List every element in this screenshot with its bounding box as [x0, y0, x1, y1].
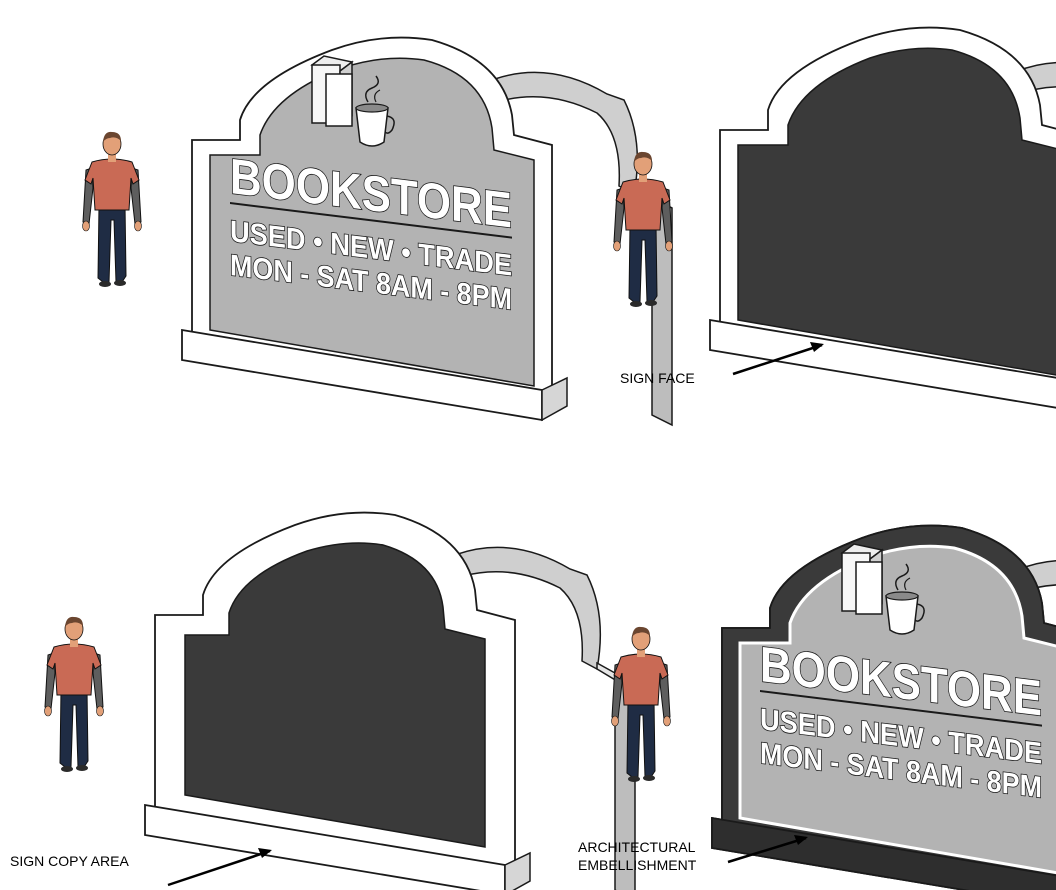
books-icon [312, 56, 352, 126]
person-icon [45, 617, 104, 772]
callout-sign-face: SIGN FACE [620, 370, 695, 386]
arrow-icon [168, 851, 270, 885]
bookstore-sign-icon: BOOKSTORE USED • NEW • TRADE MON - SAT 8… [182, 38, 672, 425]
blank-sign-icon [710, 28, 1056, 415]
sign-panel-sign-face: SIGN FACE [614, 28, 1056, 415]
sign-panel-copy-area: SIGN COPY AREA [10, 513, 635, 890]
books-icon [842, 544, 882, 614]
sign-panel-complete: BOOKSTORE USED • NEW • TRADE MON - SAT 8… [83, 38, 673, 425]
callout-architectural-line1: ARCHITECTURAL [578, 839, 696, 855]
bookstore-sign-icon: BOOKSTORE USED • NEW • TRADE MON - SAT 8… [712, 526, 1056, 890]
callout-sign-copy-area: SIGN COPY AREA [10, 853, 129, 869]
person-icon [83, 132, 142, 287]
callout-architectural-line2: EMBELLISHMENT [578, 857, 697, 873]
sign-panel-architectural: BOOKSTORE USED • NEW • TRADE MON - SAT 8… [578, 526, 1056, 890]
blank-sign-icon [145, 513, 635, 890]
